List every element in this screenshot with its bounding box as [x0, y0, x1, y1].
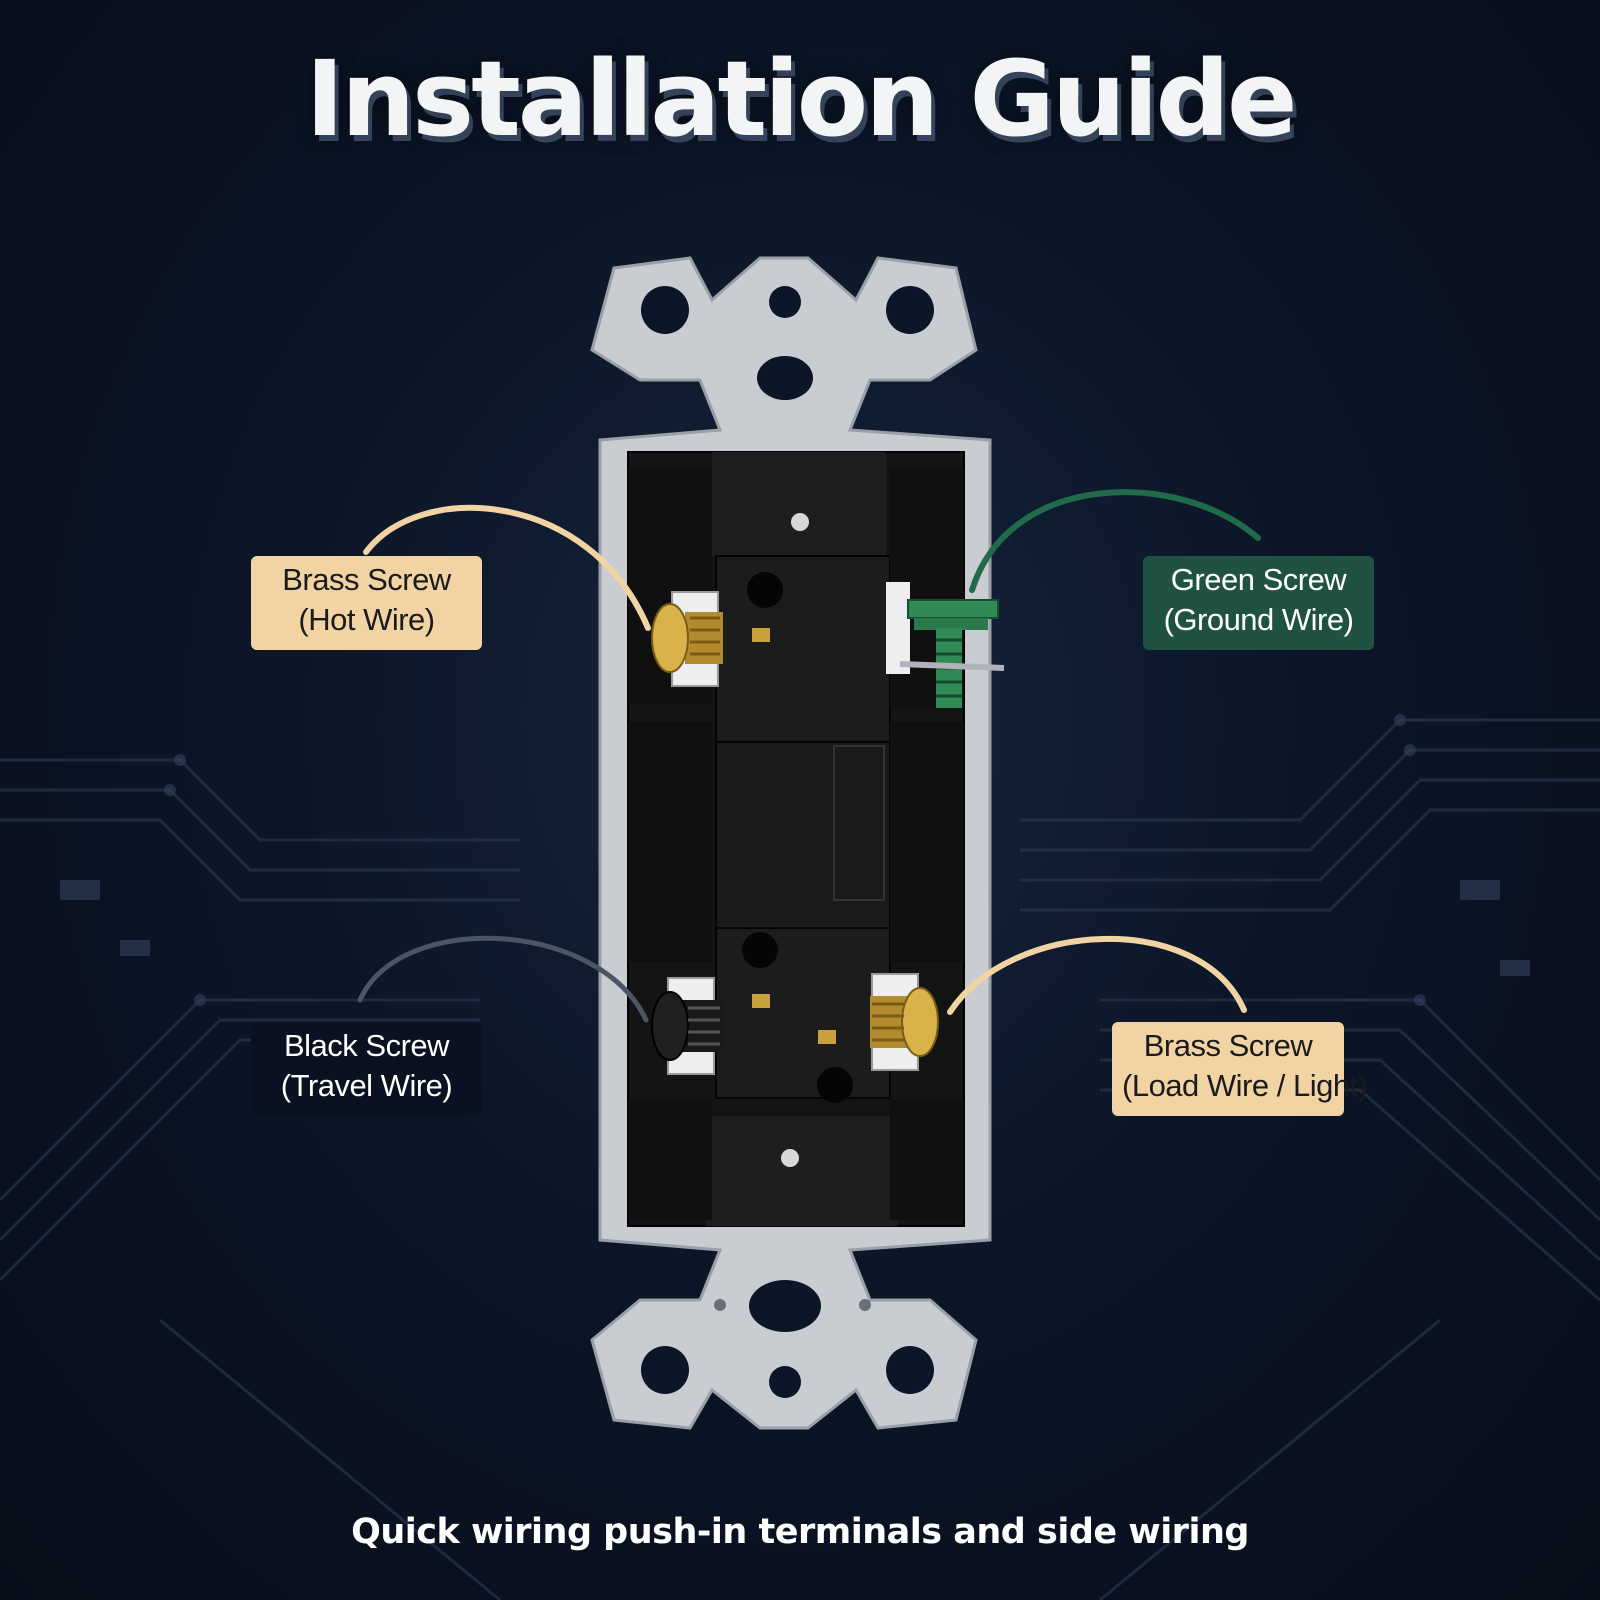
- switch-body: [627, 451, 965, 1227]
- label-line: (Hot Wire): [298, 602, 435, 637]
- label-black-screw-travel: Black Screw (Travel Wire): [251, 1022, 482, 1116]
- label-line: (Travel Wire): [280, 1068, 453, 1103]
- black-travel-screw: [651, 977, 724, 1075]
- label-brass-screw-hot: Brass Screw (Hot Wire): [251, 556, 482, 650]
- brass-screw-hot: [651, 591, 723, 687]
- label-line: Brass Screw: [282, 562, 451, 597]
- hot-wire-line: [363, 504, 651, 631]
- label-line: Green Screw: [1170, 562, 1347, 597]
- green-ground-screw: [886, 582, 1005, 708]
- label-line: Black Screw: [283, 1028, 450, 1063]
- page-title: Installation Guide: [305, 38, 1297, 160]
- brass-screw-load: [870, 973, 939, 1071]
- ground-wire-line: [969, 489, 1261, 593]
- label-green-screw-ground: Green Screw (Ground Wire): [1143, 556, 1374, 650]
- bottom-caption: Quick wiring push-in terminals and side …: [351, 1512, 1249, 1552]
- label-brass-screw-load: Brass Screw (Load Wire / Light): [1112, 1022, 1368, 1116]
- label-line: Brass Screw: [1143, 1028, 1313, 1063]
- load-wire-line: [947, 935, 1247, 1015]
- label-line: (Ground Wire): [1163, 602, 1354, 637]
- travel-wire-line: [357, 935, 649, 1023]
- label-line: (Load Wire / Light): [1122, 1068, 1368, 1103]
